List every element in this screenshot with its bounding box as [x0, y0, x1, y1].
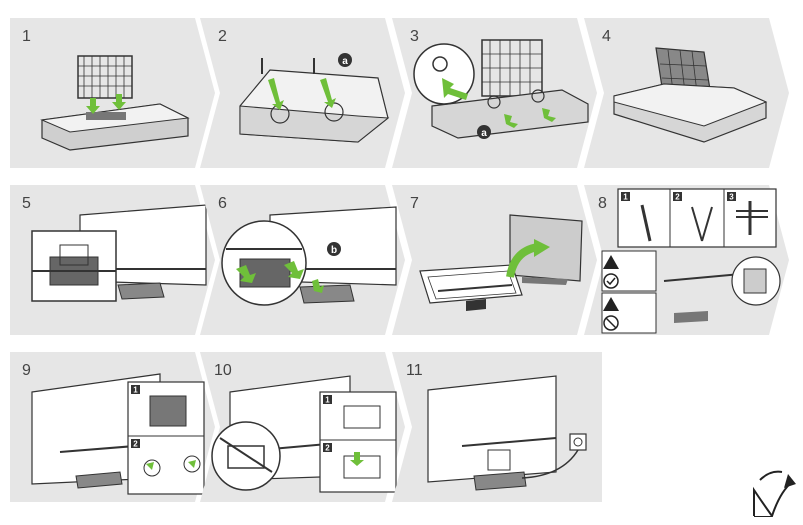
substep-1: 1: [623, 193, 628, 202]
substep-3: 3: [729, 193, 734, 202]
step-3-panel: 3 a: [392, 18, 597, 168]
assembled-stand-illustration: [613, 47, 768, 143]
step-number: 11: [406, 362, 423, 379]
warning-triangle-icon: [603, 255, 619, 269]
step-2-panel: 2 a: [200, 18, 405, 168]
step-11-panel: 11: [392, 352, 602, 502]
substep-2: 2: [133, 440, 138, 449]
attach-stand-to-tv-illustration: [31, 204, 207, 302]
route-cables-illustration: 1 2: [31, 373, 205, 495]
screw-stand-illustration: a: [239, 53, 390, 143]
cable-cover-illustration: 1 2: [211, 375, 397, 493]
step-number: 9: [22, 362, 31, 379]
step-number: 4: [602, 28, 611, 45]
step-10-panel: 10 1 2: [200, 352, 405, 502]
step-number: 3: [410, 28, 419, 45]
step-9-panel: 9 1 2: [10, 352, 215, 502]
cable-clip-illustration: 1 2 3: [601, 188, 781, 334]
warning-triangle-icon: [603, 297, 619, 311]
stand-bracket-illustration: a: [413, 39, 589, 139]
no-circle-icon: [603, 315, 619, 331]
callout-a: a: [481, 128, 487, 139]
step-7-panel: 7: [392, 185, 597, 335]
step-number: 6: [218, 195, 227, 212]
step-number: 7: [410, 195, 419, 212]
step-1-panel: 1: [10, 18, 215, 168]
step-8-panel: 8 1 2 3: [584, 185, 789, 335]
step-4-panel: 4: [584, 18, 789, 168]
substep-2: 2: [325, 444, 330, 453]
step-number: 1: [22, 28, 31, 45]
substep-1: 1: [325, 396, 330, 405]
step-6-panel: 6 b: [200, 185, 405, 335]
callout-a: a: [342, 56, 348, 67]
substep-2: 2: [675, 193, 680, 202]
callout-b: b: [331, 245, 337, 256]
step-number: 5: [22, 195, 31, 212]
step-5-panel: 5: [10, 185, 215, 335]
lift-tv-upright-illustration: [419, 214, 583, 311]
step-number: 10: [214, 362, 232, 379]
secure-stand-screws-illustration: b: [221, 206, 397, 306]
stand-assembly-illustration: [40, 55, 190, 151]
step-number: 8: [598, 195, 607, 212]
check-circle-icon: [603, 273, 619, 289]
page-turn-arrow-icon[interactable]: [752, 462, 796, 518]
connect-power-illustration: [427, 375, 587, 491]
substep-1: 1: [133, 386, 138, 395]
step-number: 2: [218, 28, 227, 45]
